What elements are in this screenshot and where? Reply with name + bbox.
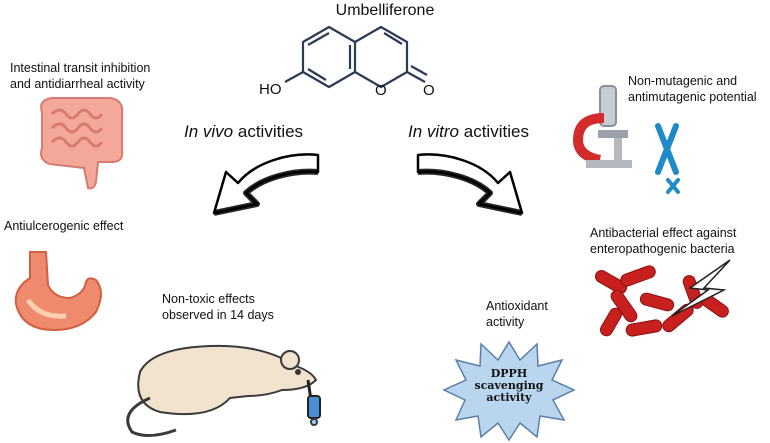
in-vitro-heading: In vitro activities (408, 122, 529, 141)
microscope-icon (572, 85, 680, 194)
carbonyl-oxygen-label: O (423, 82, 435, 99)
chromosome-icon (655, 123, 679, 175)
umbelliferone-structure (284, 25, 428, 89)
intestine-icon (40, 97, 124, 190)
ring-oxygen-label: O (375, 82, 387, 99)
molecule-name: Umbelliferone (335, 2, 435, 19)
in-vivo-heading: In vivo activities (184, 122, 304, 141)
in-vitro-arrow (416, 153, 524, 216)
stomach-icon (14, 251, 102, 332)
in-vivo-arrow (212, 153, 320, 216)
hydroxyl-label: HO (259, 81, 282, 98)
dpph-star-icon (442, 340, 576, 442)
in-vivo-effect-antiulcerogenic: Antiulcerogenic effect (4, 219, 124, 233)
rat-icon (126, 344, 321, 437)
lightning-icon (671, 259, 731, 317)
